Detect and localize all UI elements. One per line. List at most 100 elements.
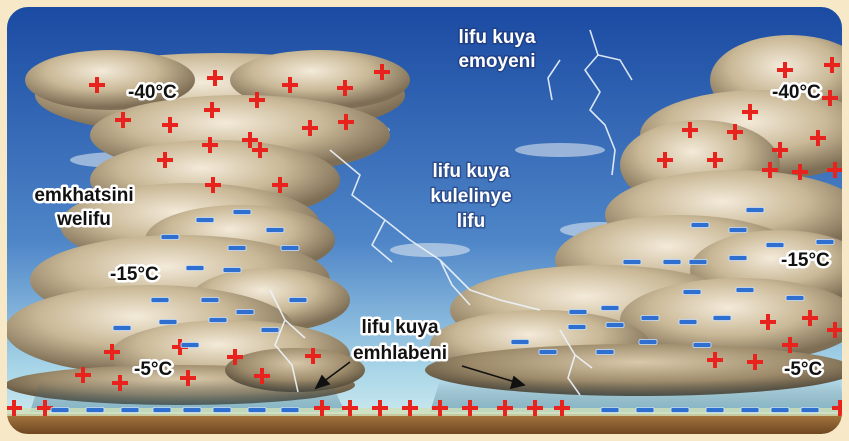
positive-charge-marker: [374, 64, 390, 80]
negative-charge-marker: [182, 407, 202, 413]
negative-charge-marker: [265, 227, 285, 233]
positive-charge-marker: [115, 112, 131, 128]
positive-charge-marker: [810, 130, 826, 146]
positive-charge-marker: [75, 367, 91, 383]
panel-border: [5, 5, 844, 436]
right-storm-cloud: [425, 35, 843, 396]
negative-charge-marker: [662, 259, 682, 265]
positive-charge-marker: [827, 162, 843, 178]
label-cloud-to-cloud-3: lifu: [457, 211, 486, 232]
positive-charge-marker: [372, 400, 388, 416]
positive-charge-marker: [112, 375, 128, 391]
negative-charge-marker: [745, 207, 765, 213]
positive-charge-marker: [432, 400, 448, 416]
negative-charge-marker: [112, 325, 132, 331]
negative-charge-marker: [692, 342, 712, 348]
negative-charge-marker: [670, 407, 690, 413]
negative-charge-marker: [638, 339, 658, 345]
negative-charge-marker: [280, 407, 300, 413]
negative-charge-marker: [800, 407, 820, 413]
negative-charge-marker: [185, 265, 205, 271]
positive-charge-marker: [742, 104, 758, 120]
positive-charge-marker: [782, 337, 798, 353]
positive-charge-marker: [37, 400, 53, 416]
negative-charge-marker: [705, 407, 725, 413]
negative-charge-marker: [595, 349, 615, 355]
positive-charge-marker: [242, 132, 258, 148]
negative-charge-marker: [740, 407, 760, 413]
negative-charge-marker: [158, 319, 178, 325]
negative-charge-marker: [235, 309, 255, 315]
negative-charge-marker: [212, 407, 232, 413]
positive-charge-marker: [707, 152, 723, 168]
label-cloud-to-cloud-2: kulelinye: [430, 186, 511, 207]
negative-charge-marker: [785, 295, 805, 301]
positive-charge-marker: [707, 352, 723, 368]
negative-charge-marker: [150, 297, 170, 303]
positive-charge-marker: [338, 114, 354, 130]
positive-charge-marker: [747, 354, 763, 370]
positive-charge-marker: [682, 122, 698, 138]
positive-charge-marker: [302, 120, 318, 136]
positive-charge-marker: [727, 124, 743, 140]
negative-charge-marker: [815, 239, 835, 245]
temp-label-top-right: -40°C: [772, 82, 821, 103]
positive-charge-marker: [249, 92, 265, 108]
positive-charge-marker: [337, 80, 353, 96]
positive-charge-marker: [772, 142, 788, 158]
positive-charge-marker: [342, 400, 358, 416]
positive-charge-marker: [252, 142, 268, 158]
negative-charge-marker: [690, 222, 710, 228]
negative-charge-marker: [247, 407, 267, 413]
negative-charge-marker: [567, 324, 587, 330]
label-cloud-to-air-1: lifu kuya: [458, 27, 536, 48]
negative-charge-marker: [568, 309, 588, 315]
negative-charge-marker: [200, 297, 220, 303]
positive-charge-marker: [402, 400, 418, 416]
positive-charge-marker: [527, 400, 543, 416]
positive-charge-marker: [657, 152, 673, 168]
positive-charge-marker: [462, 400, 478, 416]
positive-charge-marker: [204, 102, 220, 118]
positive-charge-marker: [180, 370, 196, 386]
charge-markers: [6, 57, 843, 416]
label-cloud-to-ground-2: emhlabeni: [353, 343, 447, 364]
positive-charge-marker: [802, 310, 818, 326]
positive-charge-marker: [157, 152, 173, 168]
negative-charge-marker: [160, 234, 180, 240]
temp-label-low-left: -5°C: [134, 359, 172, 380]
label-inside-cloud-1: emkhatsini: [34, 185, 133, 206]
positive-charge-marker: [207, 70, 223, 86]
negative-charge-marker: [538, 349, 558, 355]
negative-charge-marker: [280, 245, 300, 251]
negative-charge-marker: [600, 407, 620, 413]
positive-charge-marker: [254, 368, 270, 384]
negative-charge-marker: [735, 287, 755, 293]
positive-charge-marker: [827, 322, 843, 338]
positive-charge-marker: [202, 137, 218, 153]
temp-label-low-right: -5°C: [784, 359, 822, 380]
negative-charge-marker: [510, 339, 530, 345]
temp-label-mid-left: -15°C: [110, 264, 159, 285]
negative-charge-marker: [120, 407, 140, 413]
negative-charge-marker: [208, 317, 228, 323]
lightning: [269, 29, 633, 396]
negative-charge-marker: [180, 342, 200, 348]
negative-charge-marker: [260, 327, 280, 333]
negative-charge-marker: [640, 315, 660, 321]
label-cloud-to-air-2: emoyeni: [458, 51, 535, 72]
ground-surface: [6, 408, 843, 416]
positive-charge-marker: [162, 117, 178, 133]
positive-charge-marker: [172, 339, 188, 355]
negative-charge-marker: [600, 305, 620, 311]
label-cloud-to-cloud-1: lifu kuya: [432, 161, 510, 182]
positive-charge-marker: [6, 400, 22, 416]
negative-charge-marker: [765, 242, 785, 248]
negative-charge-marker: [728, 255, 748, 261]
ground: [6, 414, 843, 435]
negative-charge-marker: [728, 227, 748, 233]
temp-label-top-left: -40°C: [128, 82, 177, 103]
negative-charge-marker: [227, 245, 247, 251]
positive-charge-marker: [554, 400, 570, 416]
